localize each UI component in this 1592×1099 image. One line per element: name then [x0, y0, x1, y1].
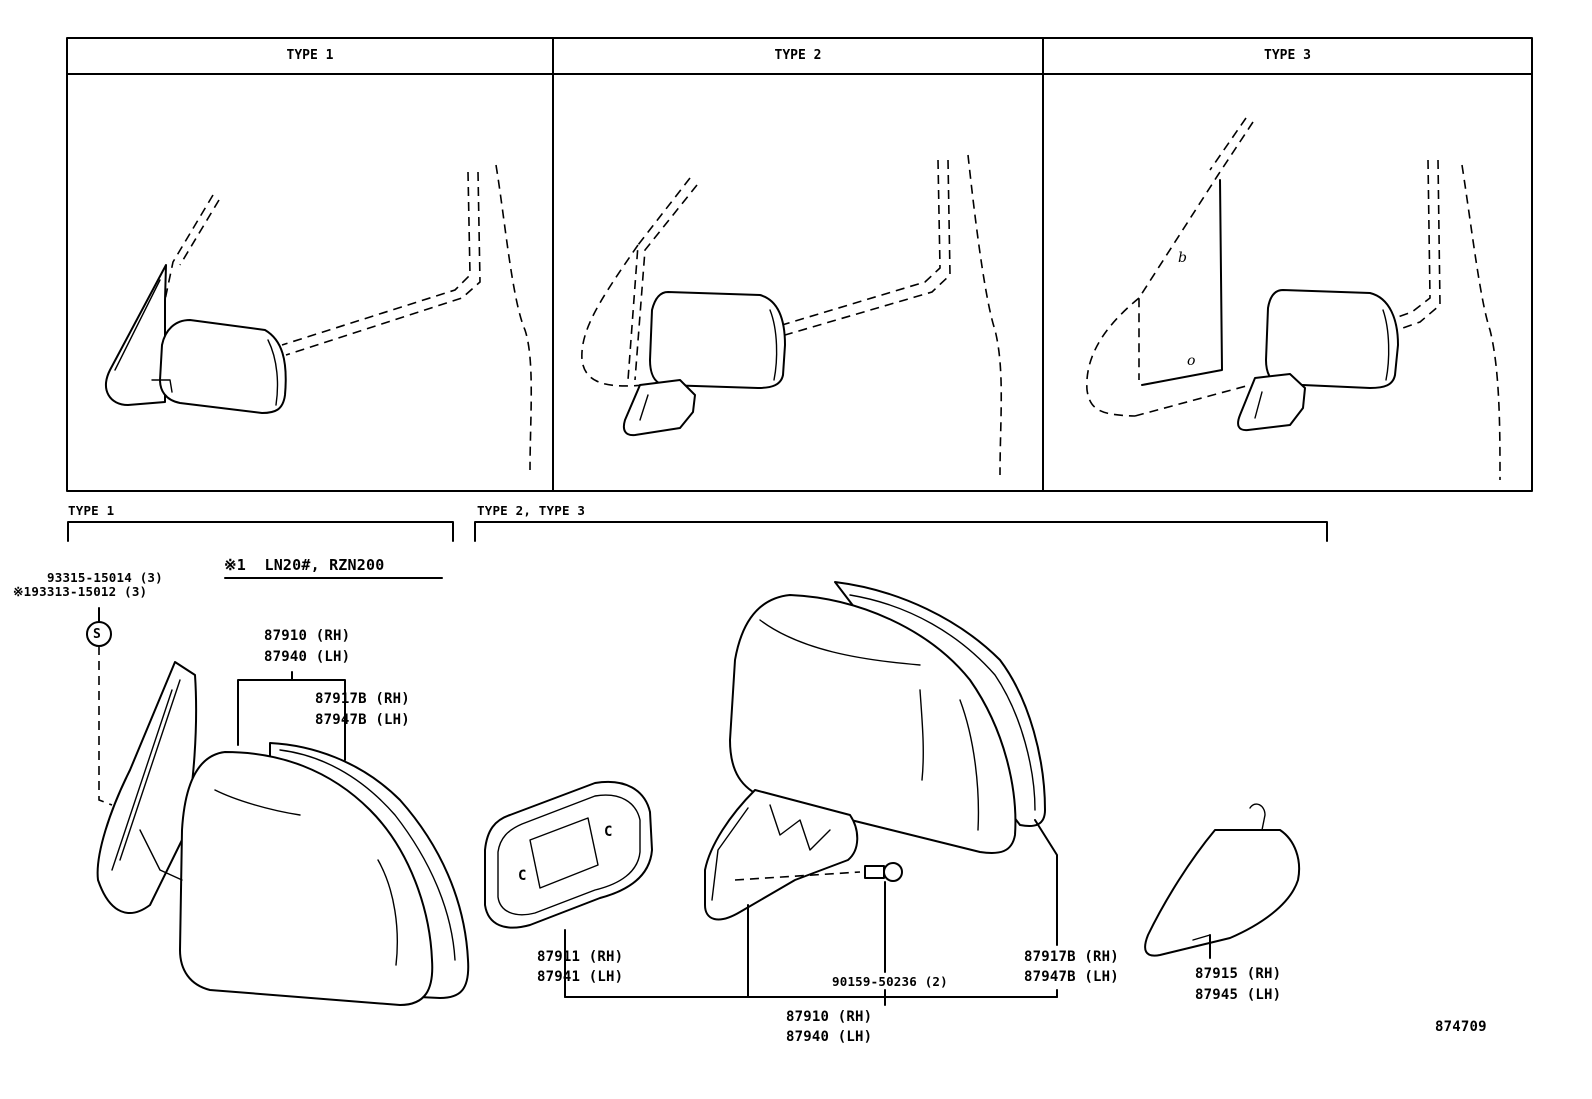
- application-note: ※1 LN20#, RZN200: [224, 556, 385, 574]
- type23-mirror-body: [564, 581, 1058, 1006]
- t1-mirror-rh: 87910 (RH): [264, 628, 351, 644]
- section-label-type1: TYPE 1: [68, 503, 115, 518]
- type2-door-illustration: [581, 154, 1003, 476]
- t1-glass-rh: 87917B (RH): [315, 691, 410, 707]
- t1-mirror-lh: 87940 (LH): [264, 649, 351, 665]
- base-lh: 87941 (LH): [537, 969, 624, 985]
- section-label-type23: TYPE 2, TYPE 3: [477, 503, 586, 518]
- svg-text:C: C: [604, 824, 612, 840]
- type1-exploded-mirror: [86, 607, 470, 1006]
- panel-header-type2: TYPE 2: [774, 48, 822, 63]
- t23-glass-lh: 87947B (LH): [1024, 969, 1119, 985]
- panel-header-type3: TYPE 3: [1264, 48, 1311, 63]
- base-rh: 87911 (RH): [537, 949, 624, 965]
- svg-text:o: o: [1187, 353, 1195, 369]
- type3-door-illustration: b o: [1086, 117, 1501, 481]
- t1-glass-lh: 87947B (LH): [315, 712, 410, 728]
- section-brackets: [67, 521, 1328, 579]
- t23-mirror-lh: 87940 (LH): [786, 1029, 873, 1045]
- screw-part-number: 93315-15014 (3): [47, 570, 163, 585]
- panel-header-type1: TYPE 1: [286, 48, 334, 63]
- svg-text:b: b: [1178, 250, 1187, 266]
- panel-frames: [66, 37, 1533, 492]
- screw-symbol: S: [93, 627, 102, 642]
- type23-base-cover: C C: [484, 780, 653, 998]
- screw-alt-part-number: ※193313-15012 (3): [13, 584, 148, 599]
- type23-mirror-cover: [1144, 803, 1300, 959]
- cover-rh: 87915 (RH): [1195, 966, 1282, 982]
- cover-lh: 87945 (LH): [1195, 987, 1282, 1003]
- svg-text:C: C: [518, 868, 526, 884]
- mounting-screw-part-number: 90159-50236 (2): [832, 974, 948, 989]
- type1-door-illustration: [105, 164, 533, 471]
- figure-number: 874709: [1435, 1019, 1487, 1035]
- t23-mirror-rh: 87910 (RH): [786, 1009, 873, 1025]
- t23-glass-rh: 87917B (RH): [1024, 949, 1119, 965]
